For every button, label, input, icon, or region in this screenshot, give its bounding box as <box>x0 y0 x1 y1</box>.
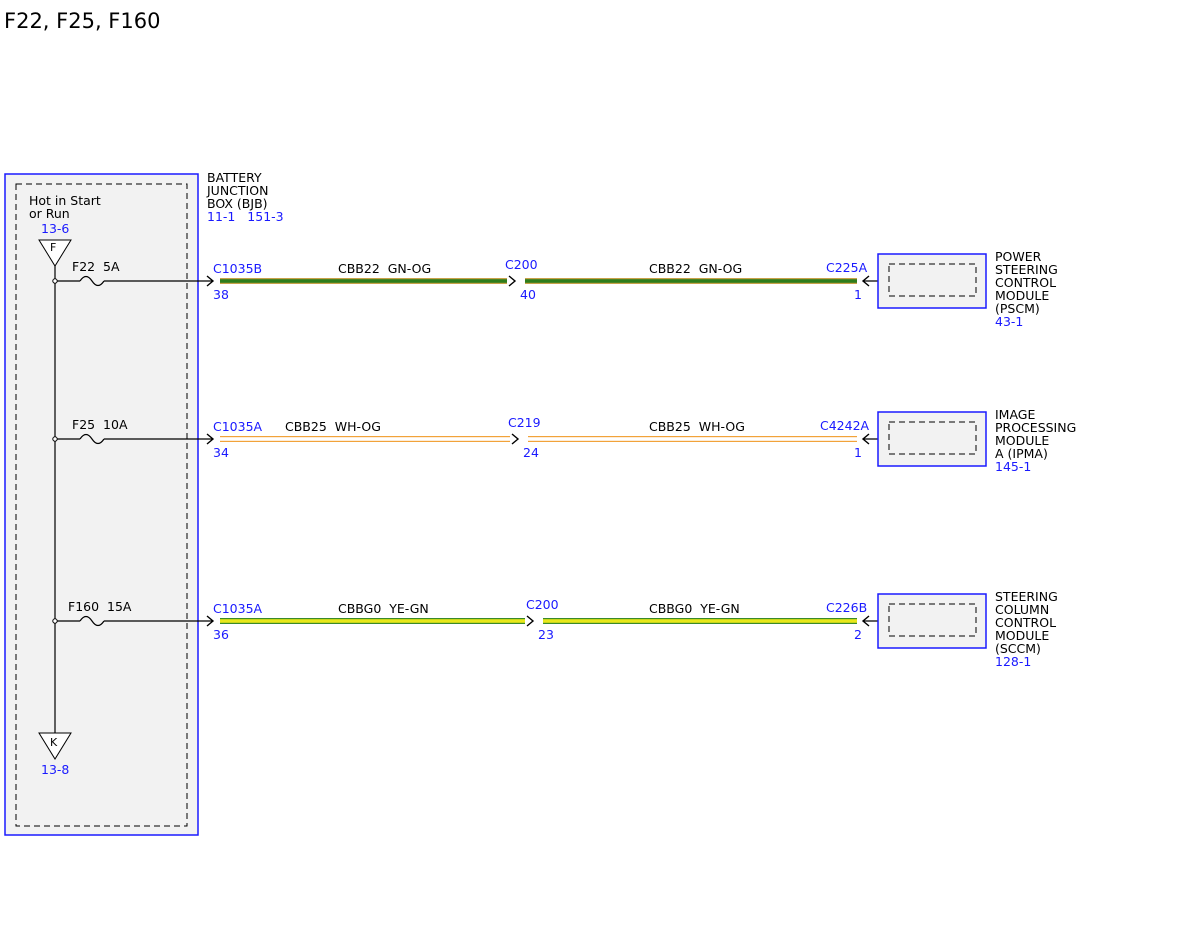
fuse-label: F160 15A <box>68 599 132 614</box>
wire-segment-1-label: CBBG0 YE-GN <box>338 601 429 616</box>
module-name-line: MODULE <box>995 288 1049 303</box>
mid-connector-label[interactable]: C200 <box>526 597 559 612</box>
wire-segment-2 <box>528 437 857 441</box>
hot-line-2: or Run <box>29 206 70 221</box>
fuse-icon <box>79 433 105 445</box>
module-name-line: (PSCM) <box>995 301 1040 316</box>
module-name-line: MODULE <box>995 433 1049 448</box>
module-inner-dashed-box <box>888 603 977 637</box>
bjb-name-line-1: BATTERY <box>207 170 262 185</box>
bjb-refs[interactable]: 11-1 151-3 <box>207 209 284 224</box>
fuse-label: F22 5A <box>72 259 120 274</box>
end-connector-label[interactable]: C225A <box>826 260 868 275</box>
mid-connector-chevron-icon <box>511 433 520 445</box>
module-box[interactable] <box>877 411 987 467</box>
fuse-icon <box>79 275 105 287</box>
start-connector-label[interactable]: C1035A <box>213 419 263 434</box>
wire-segment-2 <box>525 279 857 283</box>
mid-connector-chevron-icon <box>508 275 517 287</box>
module-box[interactable] <box>877 253 987 309</box>
bottom-tag-ref[interactable]: 13-8 <box>41 762 69 777</box>
module-name-line: STEERING <box>995 262 1058 277</box>
module-name-line: POWER <box>995 249 1042 264</box>
start-pin-label: 38 <box>213 287 229 302</box>
bjb-name-line-2: JUNCTION <box>206 183 268 198</box>
module-name-line: CONTROL <box>995 275 1056 290</box>
wire-segment-1-label: CBB25 WH-OG <box>285 419 381 434</box>
start-pin-label: 34 <box>213 445 229 460</box>
top-tag-triangle <box>38 239 72 267</box>
wire-segment-1-label: CBB22 GN-OG <box>338 261 431 276</box>
module-name-line: MODULE <box>995 628 1049 643</box>
bus-junction-dot <box>52 436 58 442</box>
fuse-label: F25 10A <box>72 417 128 432</box>
start-connector-chevron-icon <box>206 433 215 445</box>
module-ref[interactable]: 128-1 <box>995 654 1031 669</box>
wire-segment-1 <box>220 437 510 441</box>
bus-junction-dot <box>52 618 58 624</box>
mid-connector-label[interactable]: C219 <box>508 415 541 430</box>
start-connector-chevron-icon <box>206 275 215 287</box>
mid-pin-label: 24 <box>523 445 539 460</box>
module-ref[interactable]: 145-1 <box>995 459 1031 474</box>
top-tag-ref[interactable]: 13-6 <box>41 221 69 236</box>
start-connector-chevron-icon <box>206 615 215 627</box>
wire-segment-2 <box>543 619 857 623</box>
module-inner-dashed-box <box>888 421 977 455</box>
wire-segment-2-label: CBB22 GN-OG <box>649 261 742 276</box>
end-pin-label: 1 <box>854 445 862 460</box>
mid-pin-label: 23 <box>538 627 554 642</box>
bjb-inner-dashed-box <box>15 183 188 827</box>
mid-connector-label[interactable]: C200 <box>505 257 538 272</box>
start-connector-label[interactable]: C1035B <box>213 261 262 276</box>
mid-connector-chevron-icon <box>526 615 535 627</box>
module-name-line: A (IPMA) <box>995 446 1048 461</box>
module-name-line: IMAGE <box>995 407 1035 422</box>
module-name-line: CONTROL <box>995 615 1056 630</box>
end-pin-label: 1 <box>854 287 862 302</box>
module-name-line: STEERING <box>995 589 1058 604</box>
start-connector-label[interactable]: C1035A <box>213 601 263 616</box>
circuit-rows: F22 5A C1035B 38 CBB22 GN-OG C200 40 CBB22 GN-… <box>52 249 1076 669</box>
top-tag-letter: F <box>50 241 56 254</box>
hot-line-1: Hot in Start <box>29 193 101 208</box>
fuse-icon <box>79 615 105 627</box>
module-name-line: PROCESSING <box>995 420 1076 435</box>
mid-pin-label: 40 <box>520 287 536 302</box>
module-name-line: (SCCM) <box>995 641 1041 656</box>
wire-segment-2-label: CBB25 WH-OG <box>649 419 745 434</box>
diagram-title: F22, F25, F160 <box>4 9 160 33</box>
wire-segment-2-label: CBBG0 YE-GN <box>649 601 740 616</box>
start-pin-label: 36 <box>213 627 229 642</box>
bottom-tag-letter: K <box>50 736 58 749</box>
module-ref[interactable]: 43-1 <box>995 314 1023 329</box>
module-inner-dashed-box <box>888 263 977 297</box>
bus-junction-dot <box>52 278 58 284</box>
bjb-name-line-3: BOX (BJB) <box>207 196 268 211</box>
module-box[interactable] <box>877 593 987 649</box>
end-connector-label[interactable]: C226B <box>826 600 867 615</box>
end-pin-label: 2 <box>854 627 862 642</box>
module-name-line: COLUMN <box>995 602 1049 617</box>
end-connector-label[interactable]: C4242A <box>820 418 870 433</box>
wire-segment-1 <box>220 279 507 283</box>
wire-segment-1 <box>220 619 525 623</box>
bottom-tag-triangle <box>38 732 72 760</box>
